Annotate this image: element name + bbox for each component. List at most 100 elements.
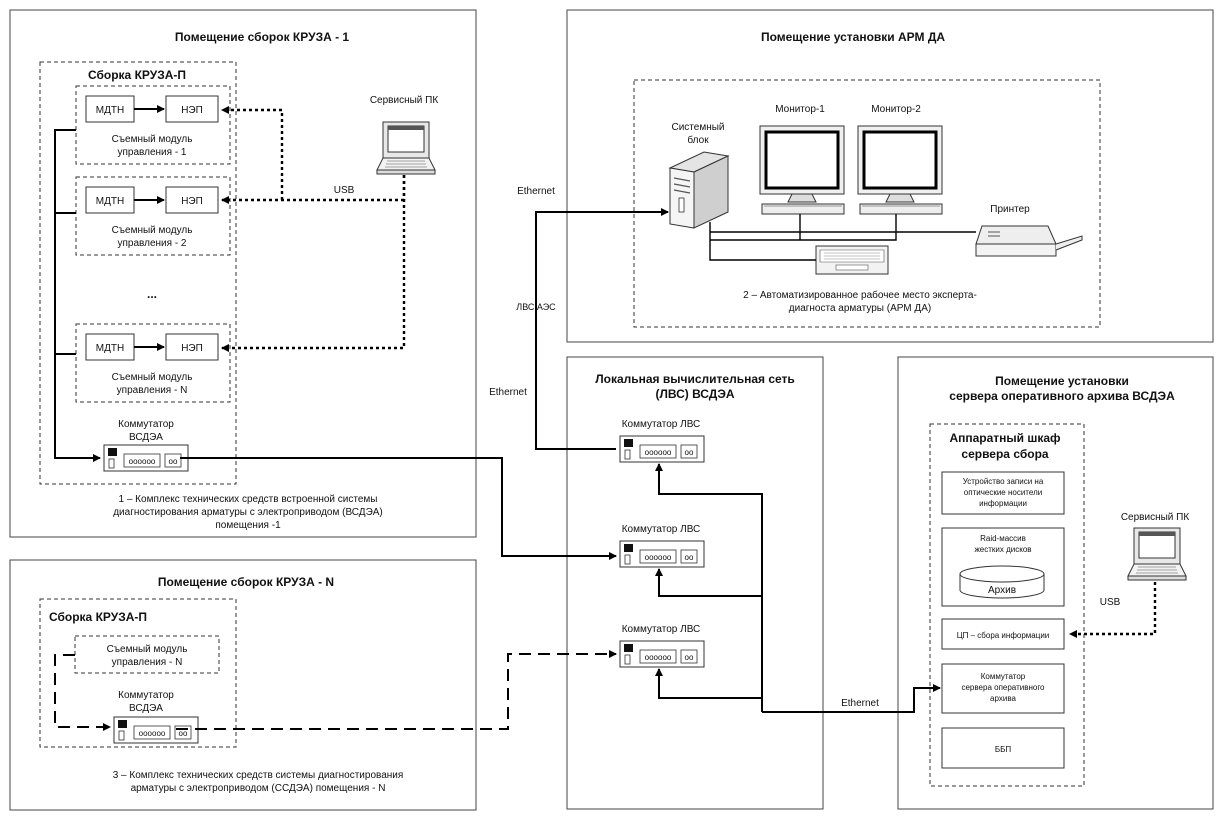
usb-label-1: USB [334,185,355,196]
control-module-2: МДТН НЭП Съемный модуль управления - 2 [75,176,231,256]
nep-label-2: НЭП [181,196,203,207]
raid-array-label-1: Raid-массив [980,534,1026,543]
module-n2-caption-a: Съемный модуль [107,644,188,655]
module-caption-na: Съемный модуль [112,372,193,383]
lan-backbone-to-switch-2 [655,568,762,597]
module-caption-1a: Съемный модуль [112,134,193,145]
control-module-n-frame [75,323,231,403]
nep-block-2 [165,186,219,214]
module-caption-2a: Съемный модуль [112,225,193,236]
cable-keyboard [709,222,816,261]
system-unit-icon [668,151,730,229]
server-switch-box [941,663,1065,714]
server-room-title-2: сервера оперативного архива ВСДЭА [949,389,1175,403]
room-kruza-1: Помещение сборок КРУЗА - 1 Сборка КРУЗА-… [9,9,477,538]
room-kruza-n-title: Помещение сборок КРУЗА - N [158,575,334,589]
nep-block-1 [165,95,219,123]
control-module-n: МДТН НЭП Съемный модуль управления - N [75,323,231,403]
module-n2-bus-line [54,654,111,731]
archive-label: Архив [988,585,1016,596]
ethernet-label-mid: Ethernet [489,387,527,398]
room-n-caption-line-1: 3 – Комплекс технических средств системы… [113,770,404,781]
control-module-1-frame [75,85,231,165]
vsdea-switch-label-1: Коммутатор [118,419,174,430]
cable-monitors [710,214,897,241]
usb-link-server-cpu [1069,582,1157,638]
lan-title-line-2: (ЛВС) ВСДЭА [655,387,734,401]
nep-label-n: НЭП [181,343,203,354]
module-n2-caption-b: управления - N [112,657,183,668]
link-lan-to-server-switch [762,684,941,713]
module-caption-nb: управления - N [117,385,188,396]
monitor-2-icon [856,124,944,216]
arm-da-workstation-frame [633,79,1101,328]
control-module-2-frame [75,176,231,256]
lan-switch-3-icon [619,640,705,668]
archive-disk-icon [959,565,1045,599]
optical-writer-label-3: информации [979,499,1027,508]
service-pc-label-1: Сервисный ПК [370,95,439,106]
raid-array-label-2: жестких дисков [974,545,1031,554]
lan-title-line-1: Локальная вычислительная сеть [595,372,795,386]
ethernet-label-top: Ethernet [517,186,555,197]
modules-ellipsis: ... [147,287,157,301]
mdtn-label-1: МДТН [96,105,124,116]
room-server: Помещение установки сервера оперативного… [897,356,1214,810]
server-switch-label-3: архива [990,694,1016,703]
printer-label: Принтер [990,204,1030,215]
room-arm-da-title: Помещение установки АРМ ДА [761,30,945,44]
server-switch-label-1: Коммутатор [981,672,1026,681]
room-n-caption-line-2: арматуры с электроприводом (ССДЭА) помещ… [131,783,386,794]
system-block-label-1: Системный [671,122,724,133]
room-kruza-1-frame [9,9,477,538]
mdtn-block-1 [85,95,135,123]
mdtn-block-2 [85,186,135,214]
optical-writer-label-1: Устройство записи на [963,477,1044,486]
lan-backbone-to-switch-3 [655,668,762,699]
nep-block-n [165,333,219,361]
system-block-label-2: блок [687,134,709,146]
printer-icon [975,225,1083,257]
lan-switch-1-label: Коммутатор ЛВС [622,419,701,430]
assembly-kruza-p-1 [39,61,237,485]
room-kruza-n-frame [9,559,477,811]
link-vsdea-to-lan-switch-2 [180,457,617,560]
arm-caption-line-1: 2 – Автоматизированное рабочее место экс… [743,289,977,301]
module-caption-1b: управления - 1 [118,147,187,158]
room-arm-da-frame [566,9,1214,343]
usb-link-module-n [221,175,406,352]
room-lan-frame [566,356,824,810]
room-arm-da: Помещение установки АРМ ДА Системный бло… [566,9,1214,343]
monitor-2-label: Монитор-2 [871,104,921,115]
ups-label: ББП [995,745,1012,754]
assembly-kruza-p-n [39,598,237,748]
module-bus-taps [55,212,76,355]
cpu-box [941,618,1065,650]
usb-label-2: USB [1100,597,1121,608]
room-lan-vsdea: Локальная вычислительная сеть (ЛВС) ВСДЭ… [566,356,824,810]
lan-switch-3-label: Коммутатор ЛВС [622,624,701,635]
module-caption-2b: управления - 2 [118,238,187,249]
usb-link-module-1 [221,106,284,200]
server-cabinet-title-1: Аппаратный шкаф [949,431,1061,445]
server-cabinet-title-2: сервера сбора [961,447,1048,461]
assembly-kruza-p-n-title: Сборка КРУЗА-П [49,610,147,624]
lan-switch-2-label: Коммутатор ЛВС [622,524,701,535]
room-1-caption-line-3: помещения -1 [215,520,281,531]
room-kruza-1-title: Помещение сборок КРУЗА - 1 [175,30,350,44]
cpu-label: ЦП – сбора информации [957,631,1050,640]
room-kruza-n: Помещение сборок КРУЗА - N Сборка КРУЗА-… [9,559,477,811]
control-module-1: МДТН НЭП Съемный модуль управления - 1 [75,85,231,165]
ups-box [941,727,1065,769]
keyboard-icon [815,245,889,275]
service-pc-2-icon [1127,527,1187,581]
service-pc-1-icon [376,121,436,175]
lan-switch-2-icon [619,540,705,568]
ethernet-label-bottom: Ethernet [841,698,879,709]
room-1-caption-line-2: диагностирования арматуры с электроприво… [113,507,383,518]
vsdea-switch-n-label-1: Коммутатор [118,690,174,701]
mdtn-label-n: МДТН [96,343,124,354]
optical-writer-label-2: оптические носители [964,488,1042,497]
arm-caption-line-2: диагноста арматуры (АРМ ДА) [789,303,931,314]
